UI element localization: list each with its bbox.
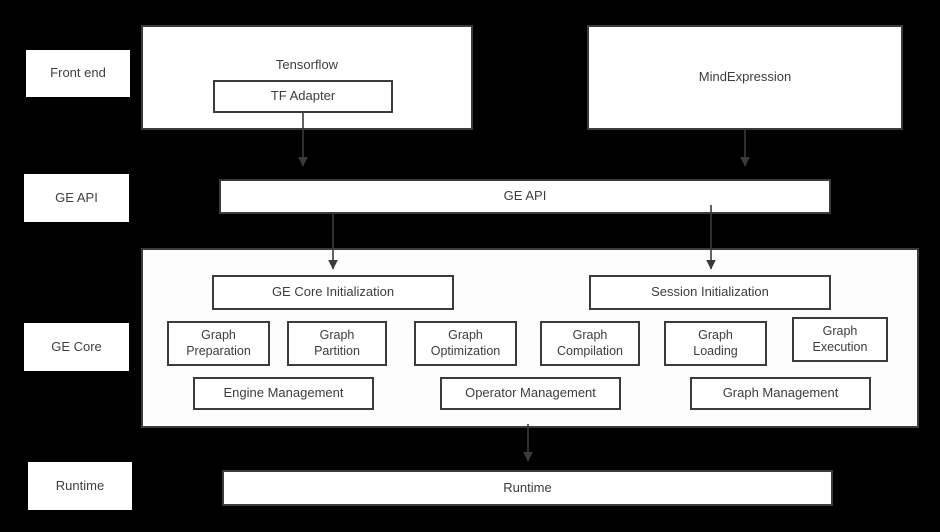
- ge-core-initialization-label: GE Core Initialization: [271, 284, 395, 300]
- graph-partition-label: Graph Partition: [314, 327, 360, 358]
- graph-execution-label: Graph Execution: [812, 323, 868, 354]
- runtime-bar[interactable]: Runtime: [222, 470, 833, 506]
- rail-label-runtime: Runtime: [28, 462, 132, 510]
- rail-label-front-end: Front end: [26, 50, 130, 97]
- engine-management-box[interactable]: Engine Management: [193, 377, 374, 410]
- rail-label-ge-api-text: GE API: [55, 189, 98, 205]
- mindexpression-frame: MindExpression: [587, 25, 903, 130]
- graph-compilation-box[interactable]: Graph Compilation: [540, 321, 640, 366]
- tf-adapter-label: TF Adapter: [270, 88, 336, 104]
- graph-management-box[interactable]: Graph Management: [690, 377, 871, 410]
- rail-label-front-end-text: Front end: [50, 65, 106, 81]
- graph-execution-box[interactable]: Graph Execution: [792, 317, 888, 362]
- mindexpression-title: MindExpression: [698, 69, 792, 85]
- session-initialization-label: Session Initialization: [651, 284, 769, 300]
- rail-label-ge-core: GE Core: [24, 323, 129, 371]
- ge-api-bar[interactable]: GE API: [219, 179, 831, 214]
- graph-loading-box[interactable]: Graph Loading: [664, 321, 767, 366]
- graph-management-label: Graph Management: [722, 385, 839, 401]
- rail-label-ge-api: GE API: [24, 174, 129, 222]
- operator-management-box[interactable]: Operator Management: [440, 377, 621, 410]
- operator-management-label: Operator Management: [465, 385, 596, 401]
- graph-preparation-label: Graph Preparation: [186, 327, 251, 358]
- tensorflow-title: Tensorflow: [275, 57, 339, 72]
- graph-preparation-box[interactable]: Graph Preparation: [167, 321, 270, 366]
- graph-optimization-label: Graph Optimization: [430, 327, 501, 358]
- graph-optimization-box[interactable]: Graph Optimization: [414, 321, 517, 366]
- graph-partition-box[interactable]: Graph Partition: [287, 321, 387, 366]
- graph-loading-label: Graph Loading: [693, 327, 738, 358]
- engine-management-label: Engine Management: [223, 385, 344, 401]
- rail-label-runtime-text: Runtime: [55, 477, 105, 493]
- runtime-bar-label: Runtime: [503, 479, 552, 495]
- rail-label-ge-core-text: GE Core: [51, 338, 102, 354]
- ge-core-initialization-box[interactable]: GE Core Initialization: [212, 275, 454, 310]
- session-initialization-box[interactable]: Session Initialization: [589, 275, 831, 310]
- graph-compilation-label: Graph Compilation: [556, 327, 623, 358]
- tf-adapter-box[interactable]: TF Adapter: [213, 80, 393, 113]
- ge-api-bar-label: GE API: [503, 188, 547, 204]
